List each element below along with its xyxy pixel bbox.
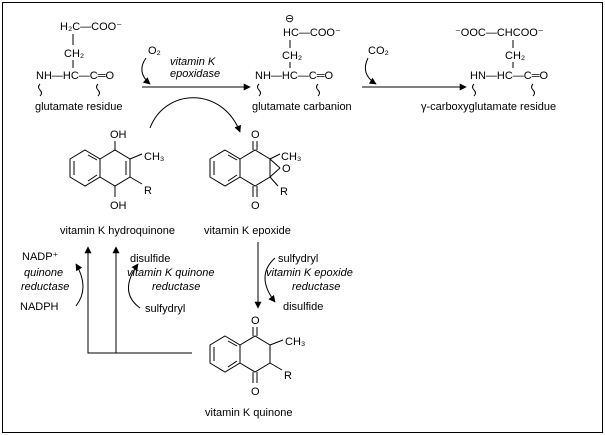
carbanion-ch2: CH₂	[282, 50, 302, 62]
gla-ch2: CH₂	[505, 50, 525, 62]
vitamin-k-epoxide: O O O CH₃ R vitamin K epoxide	[204, 129, 301, 237]
qr-thiol-line1: vitamin K quinone	[127, 267, 214, 279]
nadph-label: NADPH	[20, 301, 59, 313]
glu-top-group: H₂C—COO⁻	[60, 21, 122, 33]
glu-backbone: NH—HC—C═O	[36, 70, 115, 82]
gla-top-group: ⁻OOC—CHCOO⁻	[455, 27, 544, 39]
hq-methyl: CH₃	[144, 151, 164, 163]
thiol-curved-arrow-left	[128, 263, 141, 309]
er-line1: vitamin K epoxide	[266, 267, 353, 279]
epoxidation-arrow	[149, 97, 241, 133]
gla-residue: ⁻OOC—CHCOO⁻ CH₂ HN—HC—C═O γ-carboxygluta…	[421, 27, 556, 113]
ep-o-bottom: O	[251, 200, 260, 212]
hydroquinone-label: vitamin K hydroquinone	[60, 225, 175, 237]
hq-oh-bottom: OH	[110, 200, 127, 212]
sulfydryl-left-label: sulfydryl	[145, 303, 185, 315]
epoxide-label: vitamin K epoxide	[204, 225, 291, 237]
disulfide-right-label: disulfide	[283, 301, 323, 313]
glutamate-carbanion-label: glutamate carbanion	[252, 101, 352, 113]
epoxidase-label-1: vitamin K	[170, 56, 216, 68]
carbanion-backbone: NH—HC—C═O	[255, 70, 334, 82]
ep-methyl: CH₃	[281, 151, 301, 163]
qn-r-group: R	[284, 370, 292, 382]
sulfydryl-right-label: sulfydryl	[278, 253, 318, 265]
qn-methyl: CH₃	[285, 336, 305, 348]
co2-entry-arrow	[364, 57, 377, 85]
carbanion-charge: ⊖	[285, 13, 294, 25]
carbanion-top-group: HC—COO⁻	[283, 27, 341, 39]
epoxidase-label-2: epoxidase	[170, 68, 220, 80]
qr-nadp-line2: reductase	[21, 281, 69, 293]
thiol-curved-arrow-right	[264, 257, 276, 303]
nadph-reduction-arrow	[84, 246, 192, 354]
glutamate-residue: H₂C—COO⁻ CH₂ NH—HC—C═O glutamate residue	[35, 21, 122, 113]
glutamate-carbanion: ⊖ HC—COO⁻ CH₂ NH—HC—C═O glutamate carban…	[252, 13, 352, 113]
gla-residue-label: γ-carboxyglutamate residue	[421, 101, 556, 113]
nadp-label: NADP⁺	[22, 251, 59, 263]
co2-label: CO₂	[368, 45, 389, 57]
o2-entry-arrow	[141, 57, 151, 85]
o2-label: O₂	[148, 45, 161, 57]
glu-ch2: CH₂	[64, 48, 84, 60]
vitamin-k-hydroquinone: OH OH CH₃ R vitamin K hydroquinone	[60, 129, 175, 237]
qr-thiol-line2: reductase	[152, 281, 200, 293]
vitamin-k-quinone: O O CH₃ R vitamin K quinone	[205, 315, 305, 419]
ep-o-top: O	[251, 129, 260, 141]
ep-o-ring: O	[282, 163, 291, 175]
hq-oh-top: OH	[110, 129, 127, 141]
gla-backbone: HN—HC—C═O	[470, 70, 549, 82]
qr-nadp-line1: quinone	[24, 267, 63, 279]
glutamate-residue-label: glutamate residue	[35, 101, 122, 113]
disulfide-left-label: disulfide	[130, 253, 170, 265]
hq-r-group: R	[144, 185, 152, 197]
er-line2: reductase	[292, 281, 340, 293]
nadph-curved-arrow	[75, 263, 84, 307]
qn-o-top: O	[251, 315, 260, 327]
ep-r-group: R	[280, 186, 288, 198]
quinone-label: vitamin K quinone	[205, 407, 292, 419]
qn-o-bottom: O	[251, 386, 260, 398]
